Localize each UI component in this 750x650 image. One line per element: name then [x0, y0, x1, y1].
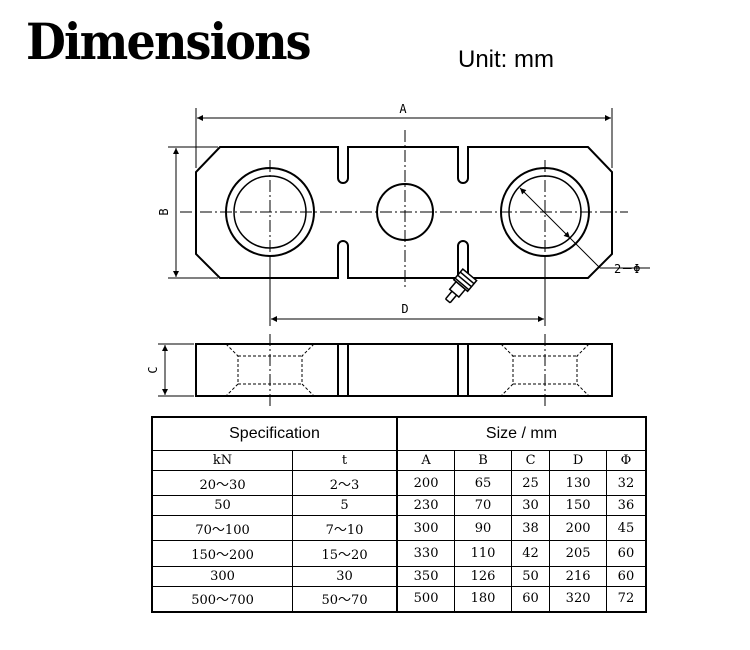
side-view [195, 334, 613, 406]
dimension-d [269, 256, 546, 326]
table-cell: 70 [454, 495, 512, 517]
column-header: A [396, 449, 456, 472]
dimension-b-label: B [157, 208, 171, 215]
table-cell: 205 [549, 540, 607, 567]
table-cell: 5 [292, 495, 398, 517]
table-cell: 320 [549, 585, 607, 613]
dimension-c-label: C [146, 366, 160, 373]
table-cell: 65 [454, 470, 512, 497]
table-cell: 38 [510, 515, 551, 542]
table-cell: 150 [549, 495, 607, 517]
table-cell: 50 [151, 495, 294, 517]
table-cell: 7～10 [292, 515, 398, 542]
dimension-a [195, 108, 613, 168]
dimension-a-label: A [399, 102, 407, 116]
table-row: 20～30 2～3 200 65 25 130 32 [151, 470, 647, 497]
unit-label: Unit: mm [458, 46, 554, 73]
table-cell: 200 [549, 515, 607, 542]
table-cell: 216 [549, 565, 607, 587]
table-cell: 126 [454, 565, 512, 587]
table-cell: 20～30 [151, 470, 294, 497]
dimension-table: Specification Size / mm kN t A B C D Φ 2… [151, 416, 647, 613]
table-row: 70～100 7～10 300 90 38 200 45 [151, 515, 647, 542]
phi-diameter-line [519, 187, 571, 239]
table-cell: 130 [549, 470, 607, 497]
table-cell: 30 [292, 565, 398, 587]
column-header: C [510, 449, 551, 472]
table-cell: 36 [605, 495, 647, 517]
table-cell: 150～200 [151, 540, 294, 567]
table-cell: 330 [396, 540, 456, 567]
dimension-c [158, 343, 194, 397]
table-cell: 72 [605, 585, 647, 613]
table-cell: 350 [396, 565, 456, 587]
technical-drawing: A B D 2－Φ [146, 102, 650, 406]
table-cell: 30 [510, 495, 551, 517]
table-cell: 110 [454, 540, 512, 567]
table-cell: 200 [396, 470, 456, 497]
table-cell: 60 [605, 565, 647, 587]
table-cell: 42 [510, 540, 551, 567]
table-row: 150～200 15～20 330 110 42 205 60 [151, 540, 647, 567]
table-cell: 50 [510, 565, 551, 587]
cable-gland-icon [444, 267, 478, 304]
size-header: Size / mm [396, 416, 647, 451]
table-cell: 300 [151, 565, 294, 587]
table-cell: 25 [510, 470, 551, 497]
table-row: 50 5 230 70 30 150 36 [151, 495, 647, 517]
dimension-d-label: D [401, 302, 408, 316]
top-view-outline [195, 146, 613, 279]
column-header: kN [151, 449, 294, 472]
table-group-header-row: Specification Size / mm [151, 416, 647, 451]
table-cell: 45 [605, 515, 647, 542]
column-header: Φ [605, 449, 647, 472]
table-cell: 60 [605, 540, 647, 567]
table-cell: 70～100 [151, 515, 294, 542]
table-cell: 90 [454, 515, 512, 542]
table-cell: 500～700 [151, 585, 294, 613]
phi-label: 2－Φ [614, 262, 640, 276]
table-cell: 50～70 [292, 585, 398, 613]
specification-header: Specification [151, 416, 398, 451]
table-cell: 2～3 [292, 470, 398, 497]
table-cell: 300 [396, 515, 456, 542]
table-cell: 230 [396, 495, 456, 517]
page-title: Dimensions [26, 12, 312, 71]
side-view-outline [195, 343, 613, 397]
column-header: t [292, 449, 398, 472]
column-header: D [549, 449, 607, 472]
table-cell: 32 [605, 470, 647, 497]
table-column-header-row: kN t A B C D Φ [151, 449, 647, 472]
table-row: 500～700 50～70 500 180 60 320 72 [151, 585, 647, 613]
column-header: B [454, 449, 512, 472]
table-cell: 60 [510, 585, 551, 613]
table-cell: 180 [454, 585, 512, 613]
dimension-b [168, 146, 218, 279]
table-row: 300 30 350 126 50 216 60 [151, 565, 647, 587]
top-view [180, 130, 650, 304]
table-cell: 500 [396, 585, 456, 613]
table-cell: 15～20 [292, 540, 398, 567]
